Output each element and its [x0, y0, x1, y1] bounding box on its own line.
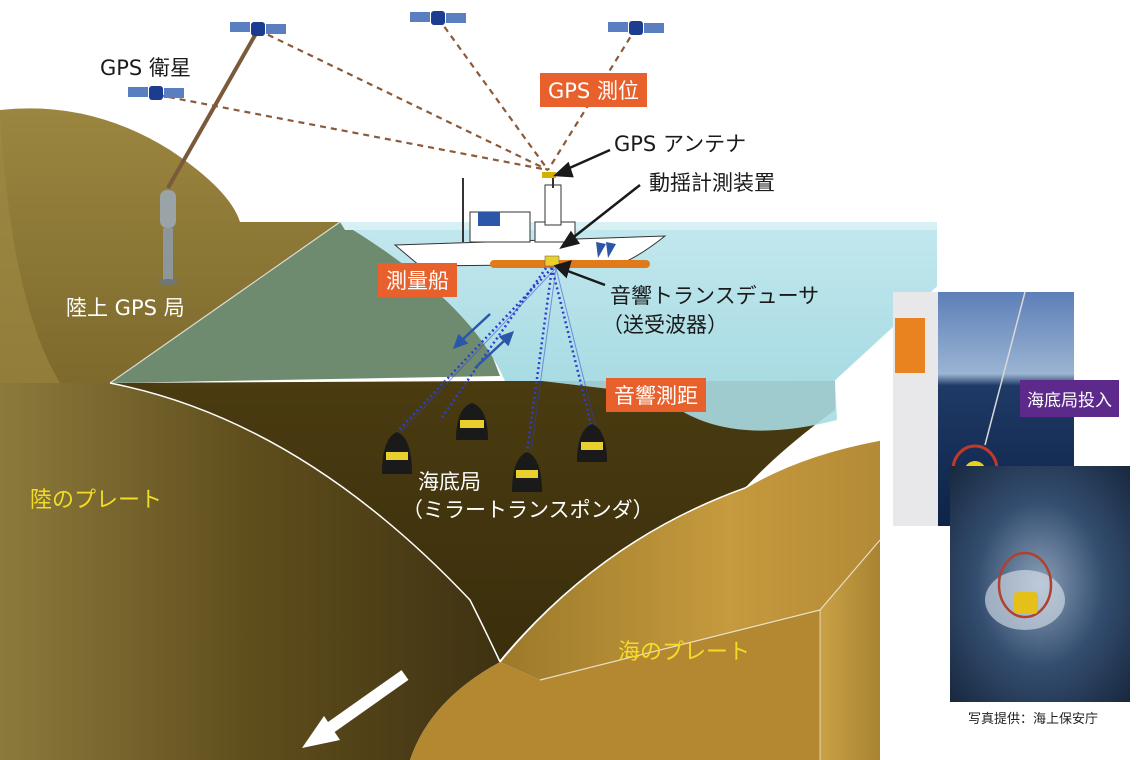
acoustic-waves: [396, 267, 594, 453]
gps-satellite-3-icon: [608, 21, 664, 35]
transducer-sub-label: （送受波器）: [602, 313, 728, 337]
seafloor-transponder-1-icon: [382, 432, 412, 474]
land-gps-station-label: 陸上 GPS 局: [66, 296, 185, 320]
gps-satellite-1-icon: [230, 22, 286, 36]
land-gps-tower: [158, 190, 178, 285]
transponder-in-sea-photo: [950, 466, 1130, 702]
shelf-light: [500, 376, 837, 431]
transducer-label: 音響トランスデューサ: [610, 284, 820, 308]
gps-satellite-4-icon: [128, 86, 184, 100]
ocean-plate-front: [410, 610, 820, 760]
land-plate-label: 陸のプレート: [30, 488, 163, 513]
gps-antenna-label: GPS アンテナ: [614, 132, 747, 156]
seafloor-transponder-4-icon: [577, 424, 607, 462]
seafloor-station-label: 海底局: [418, 470, 481, 494]
ocean-plate-side: [820, 540, 880, 760]
acoustic-ranging-label: 音響測距: [606, 378, 706, 412]
gps-positioning-label: GPS 測位: [540, 73, 647, 107]
deployment-label: 海底局投入: [1020, 380, 1119, 417]
plate-motion-arrow: [302, 670, 409, 748]
survey-ship-icon: [393, 172, 667, 268]
photo-credit: 写真提供：海上保安庁: [968, 712, 1099, 727]
survey-ship-label: 測量船: [378, 263, 457, 297]
seafloor-transponder-2-icon: [456, 403, 488, 440]
gps-satellite-label: GPS 衛星: [100, 56, 191, 80]
seafloor-station-sub-label: （ミラートランスポンダ）: [402, 498, 654, 522]
signal-direction-arrows: [452, 313, 515, 369]
sea-water-back: [340, 222, 937, 230]
seafloor-face: [110, 381, 835, 660]
land-hill-left: [0, 110, 60, 383]
ocean-plate-label: 海のプレート: [618, 640, 751, 665]
motion-sensor-label: 動揺計測装置: [649, 171, 775, 195]
leader-arrows: [552, 148, 641, 287]
ocean-plate-top: [500, 440, 880, 680]
gps-satellite-2-icon: [410, 11, 466, 25]
land-plate-front: [0, 383, 500, 760]
seafloor-transponder-3-icon: [512, 452, 542, 492]
